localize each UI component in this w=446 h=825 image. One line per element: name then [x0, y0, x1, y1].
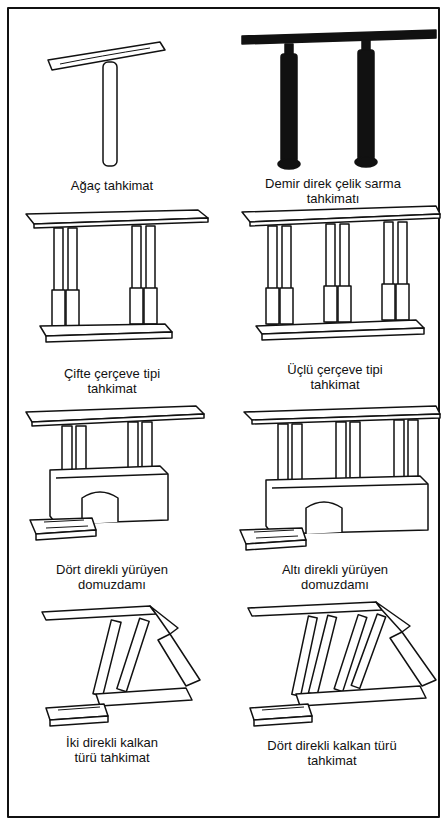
caption-label: Ağaç tahkimat: [37, 178, 187, 193]
outer-frame: [8, 8, 439, 817]
double-frame: [26, 210, 208, 342]
four-leg-shield: [248, 602, 436, 726]
caption-label: Dört direkli yürüyen domuzdamı: [27, 562, 197, 592]
caption-label: Demir direk çelik sarma tahkimatı: [258, 176, 408, 206]
caption-label: Dört direkli kalkan türü tahkimat: [262, 738, 402, 768]
triple-frame: [242, 206, 440, 340]
steel-props: [242, 30, 436, 169]
six-leg-chock: [240, 406, 440, 550]
caption-label: Üçlü çerçeve tipi tahkimat: [270, 362, 400, 392]
two-leg-shield: [42, 606, 200, 726]
caption-label: Altı direkli yürüyen domuzdamı: [250, 562, 420, 592]
caption-label: İki direkli kalkan türü tahkimat: [66, 735, 158, 765]
four-leg-chock: [26, 406, 204, 540]
caption-label: Çifte çerçeve tipi tahkimat: [47, 366, 177, 396]
wood-prop: [48, 42, 165, 166]
